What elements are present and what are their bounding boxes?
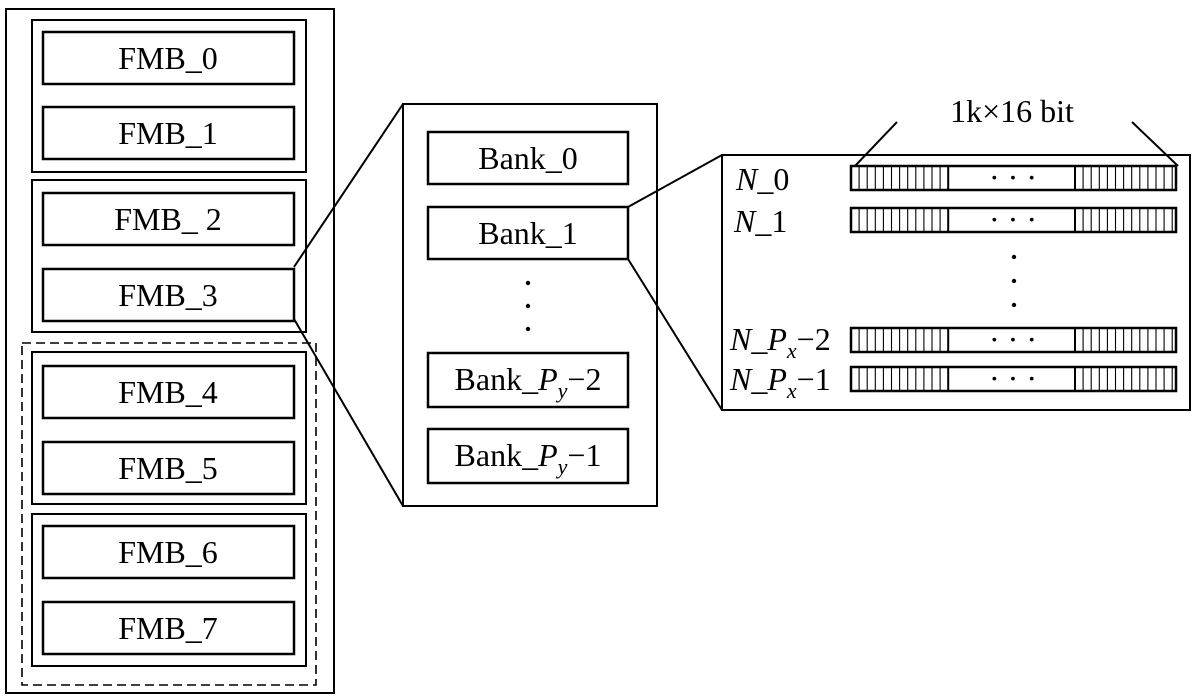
fmb-label-3: FMB_3 — [118, 277, 218, 313]
width-bracket-left — [854, 121, 898, 167]
fmb-dashed-group — [21, 342, 317, 686]
row-bar-n-px-minus2: · · · — [849, 321, 1178, 357]
row-bar-n-px-minus1: · · · — [849, 360, 1178, 396]
bank-label-py-minus1: Bank_Py−1 — [455, 437, 602, 479]
bank-label-1: Bank_1 — [478, 215, 578, 251]
fmb-box-5: FMB_5 — [41, 440, 296, 496]
row-label-n-px-minus1: N_Px−1 — [729, 361, 831, 403]
fmb-box-2: FMB_ 2 — [41, 191, 296, 247]
fmb-column-outer — [5, 8, 335, 694]
bank-ellipsis — [525, 280, 531, 332]
fmb-label-5: FMB_5 — [118, 450, 218, 486]
bank-label-py-minus2: Bank_Py−2 — [455, 361, 602, 403]
row-label-n0: N_0 — [735, 161, 789, 197]
fmb-group-3 — [31, 513, 307, 667]
zoom-line-top-1 — [293, 103, 404, 268]
bank-box-py-minus1: Bank_Py−1 — [426, 427, 630, 485]
fmb-label-7: FMB_7 — [118, 610, 218, 646]
fmb-label-4: FMB_4 — [118, 374, 218, 410]
row-bar-n0: · · · — [849, 159, 1178, 195]
row-dots: · · · — [989, 321, 1037, 357]
zoom-line-top-2 — [627, 154, 723, 208]
bank-box-0: Bank_0 — [426, 130, 630, 186]
row-label-n-px-minus2: N_Px−2 — [729, 321, 831, 363]
row-bar-n1: · · · — [849, 201, 1178, 237]
width-label: 1k×16 bit — [950, 93, 1074, 129]
width-bracket-right — [1131, 121, 1179, 167]
fmb-box-3: FMB_3 — [41, 267, 296, 323]
fmb-group-2 — [31, 351, 307, 505]
fmb-box-7: FMB_7 — [41, 600, 296, 656]
bank-box-1: Bank_1 — [426, 205, 630, 261]
fmb-group-0 — [31, 19, 307, 173]
fmb-label-6: FMB_6 — [118, 534, 218, 570]
zoom-line-bottom-1 — [293, 318, 404, 507]
row-bar-list: · · ·· · ·· · ·· · · — [849, 159, 1178, 396]
row-panel — [721, 154, 1191, 411]
zoom-line-bottom-2 — [627, 258, 723, 411]
fmb-box-1: FMB_1 — [41, 105, 296, 161]
row-dots: · · · — [989, 159, 1037, 195]
bank-box-py-minus2: Bank_Py−2 — [426, 351, 630, 409]
row-label-n1: N_1 — [733, 203, 787, 239]
row-dots: · · · — [989, 360, 1037, 396]
row-ellipsis — [1011, 254, 1017, 308]
fmb-label-1: FMB_1 — [118, 115, 218, 151]
fmb-label-0: FMB_0 — [118, 40, 218, 76]
fmb-label-2: FMB_ 2 — [114, 201, 222, 237]
fmb-box-4: FMB_4 — [41, 364, 296, 420]
fmb-box-0: FMB_0 — [41, 30, 296, 86]
fmb-box-6: FMB_6 — [41, 524, 296, 580]
bank-label-0: Bank_0 — [478, 140, 578, 176]
row-dots: · · · — [989, 201, 1037, 237]
fmb-group-1 — [31, 179, 307, 333]
